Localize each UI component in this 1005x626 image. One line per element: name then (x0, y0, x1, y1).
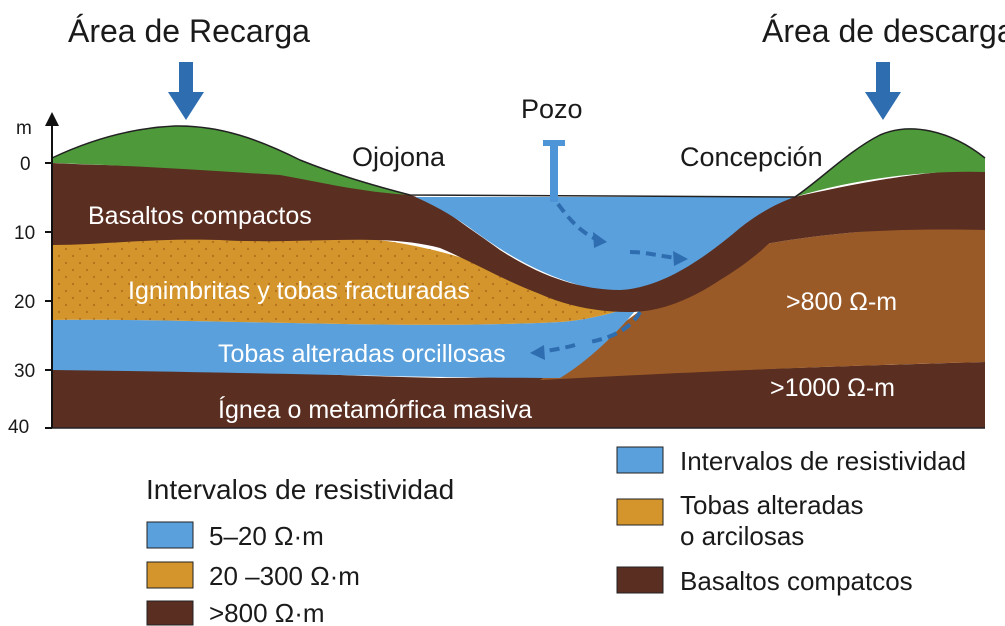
axis-unit: m (16, 118, 32, 139)
basalt-layer-right (740, 170, 985, 248)
tick-label: 40 (8, 417, 29, 438)
discharge-title: Área de descarga (762, 13, 1005, 49)
tick-label: 20 (14, 292, 35, 313)
ojojona-label: Ojojona (352, 142, 446, 172)
ignimbrites-label: Ignimbritas y tobas fracturadas (128, 277, 470, 305)
altered-tuffs-layer (52, 305, 640, 378)
resistive-800-layer (540, 225, 985, 380)
basalts-label: Basaltos compactos (88, 202, 312, 230)
well-label: Pozo (521, 94, 583, 124)
well-icon (543, 140, 565, 202)
legend-swatch-blue (146, 521, 194, 549)
discharge-arrow-icon (865, 62, 901, 120)
legend-left-item: 5–20 Ω·m (209, 521, 324, 551)
recharge-title: Área de Recarga (68, 13, 310, 49)
basalt-layer-left (52, 163, 985, 309)
resistivity-1000-label: >1000 Ω-m (770, 374, 895, 402)
aquitard-band (415, 197, 796, 312)
flow-arrowhead-icon (673, 251, 688, 266)
legend-right-item: o arcilosas (680, 521, 804, 551)
surface-outline (51, 125, 986, 198)
flow-arrowhead-icon (530, 345, 545, 360)
altered-tuffs-label: Tobas alteradas orcillosas (218, 340, 506, 368)
legend-swatch-blue (616, 446, 664, 474)
legend-right-item: Basaltos compatcos (680, 566, 913, 596)
legend-right-item: Tobas alteradas (680, 490, 864, 520)
tick-label: 10 (14, 223, 35, 244)
legend-left-item: >800 Ω·m (209, 598, 325, 626)
legend-swatch-brown (146, 600, 194, 626)
legend-left-title: Intervalos de resistividad (146, 474, 454, 505)
discharge-hill (795, 128, 985, 197)
recharge-hill (52, 125, 410, 195)
tick-label: 0 (20, 154, 31, 175)
igneous-layer (52, 362, 985, 428)
axis-arrow-icon (45, 112, 59, 126)
igneous-label: Ígnea o metamórfica masiva (218, 395, 532, 424)
resistivity-800-label: >800 Ω-m (786, 288, 897, 316)
recharge-arrow-icon (168, 62, 204, 120)
axis-ticks: 0 10 20 30 40 (8, 154, 52, 438)
ignimbrite-texture (52, 235, 640, 325)
legend-swatch-orange (146, 561, 194, 589)
legend-swatch-orange (616, 498, 664, 526)
legend-left-item: 20 –300 Ω·m (209, 561, 360, 591)
concepcion-label: Concepción (680, 142, 823, 172)
flow-arrowhead-icon (593, 232, 607, 248)
legend-swatch-brown (616, 566, 664, 594)
tick-label: 30 (14, 361, 35, 382)
legend-right-item: Intervalos de resistividad (680, 446, 966, 476)
